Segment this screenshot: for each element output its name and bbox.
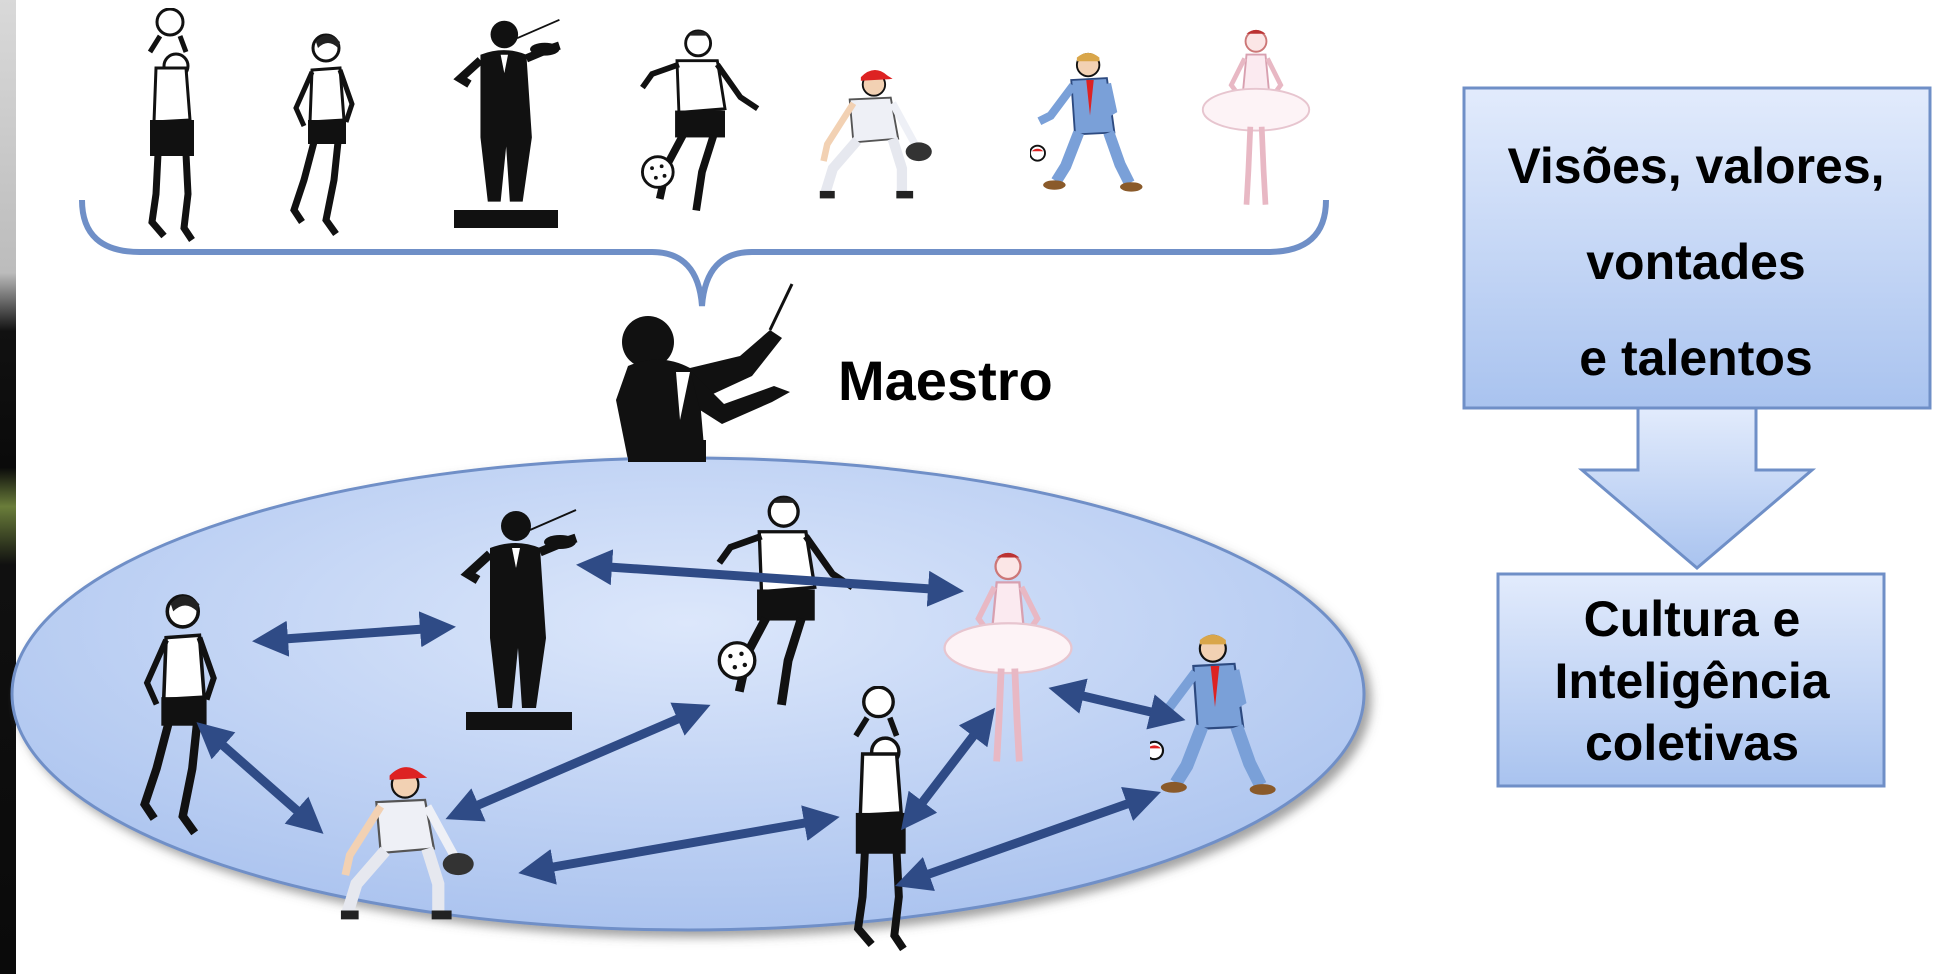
connection-arrow (518, 805, 840, 885)
violinist-podium (466, 712, 572, 730)
background-photo-strip (0, 0, 16, 974)
violinist-podium (454, 210, 558, 228)
violinist-icon (460, 20, 559, 202)
values-box-text: Visões, valores, vontades e talentos (1466, 118, 1926, 406)
soccer-player-icon (642, 31, 757, 211)
baseball-player-icon (820, 70, 932, 198)
ballerina-icon (1203, 30, 1309, 205)
maestro-label: Maestro (838, 349, 1053, 412)
connection-arrow (252, 611, 456, 657)
businessman-icon (1030, 53, 1143, 192)
culture-box-line: Inteligência (1554, 653, 1830, 709)
collective-ellipse (10, 456, 1366, 932)
connection-arrow (196, 722, 324, 834)
culture-box-line: Cultura e (1583, 591, 1801, 647)
runner-icon (294, 35, 352, 234)
values-box (1462, 86, 1932, 410)
values-box-line: Visões, valores, (1507, 138, 1885, 194)
values-box-line: vontades (1586, 234, 1806, 290)
conductor-body-base (628, 440, 706, 462)
culture-box (1496, 572, 1886, 788)
values-box-line: e talentos (1579, 330, 1813, 386)
connection-arrow (576, 549, 964, 607)
down-arrow (1577, 406, 1817, 570)
grouping-brace (79, 199, 1329, 307)
connection-arrow (895, 787, 1161, 891)
culture-box-line: coletivas (1584, 715, 1799, 771)
connection-arrow (1048, 678, 1186, 730)
culture-box-text: Cultura e Inteligência coletivas (1500, 588, 1884, 774)
connection-arrow (445, 702, 711, 822)
conductor-icon (616, 283, 794, 470)
basketball-player-icon (150, 9, 194, 240)
